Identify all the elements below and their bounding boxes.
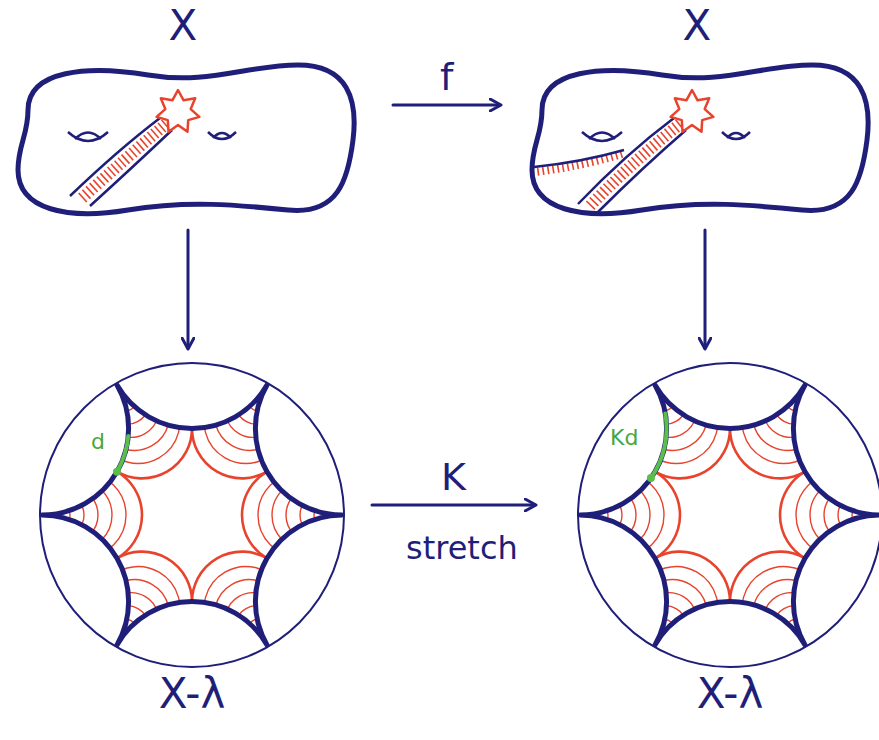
hyperbolic-disk <box>575 360 879 670</box>
stretch-note: stretch <box>406 530 518 567</box>
surface-illustration <box>522 50 872 222</box>
disk-figure: X-λ <box>575 360 879 718</box>
surface-figure: X <box>522 2 872 222</box>
surface-figure: X <box>8 2 358 222</box>
figure-heading: X <box>169 2 198 50</box>
map-arrow <box>187 230 190 348</box>
disk-figure: X-λ <box>37 360 347 718</box>
figure-heading: X-λ <box>697 670 764 718</box>
map-arrow <box>393 104 500 107</box>
map-arrow <box>372 504 535 507</box>
figure-heading: X <box>683 2 712 50</box>
map-label: K <box>441 457 466 499</box>
map-label: f <box>440 57 453 99</box>
figure-heading: X-λ <box>159 670 226 718</box>
length-label: d <box>91 429 105 454</box>
hyperbolic-disk <box>37 360 347 670</box>
surface-illustration <box>8 50 358 222</box>
map-arrow <box>704 230 707 348</box>
length-label: Kd <box>610 425 638 450</box>
